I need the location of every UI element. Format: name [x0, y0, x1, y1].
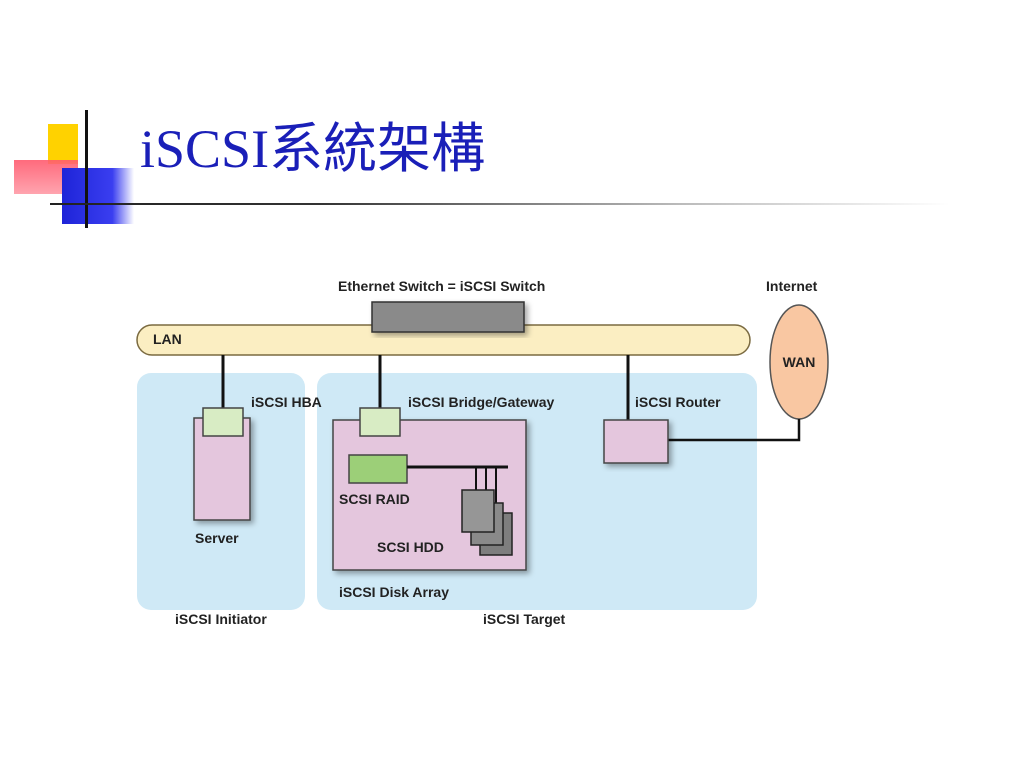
link-router-wan	[668, 419, 801, 442]
server-label: Server	[195, 530, 239, 546]
disk-array-label: iSCSI Disk Array	[339, 584, 449, 600]
bridge-label: iSCSI Bridge/Gateway	[408, 394, 554, 410]
slide-title: iSCSI系統架構	[140, 119, 486, 179]
title-underline	[50, 203, 950, 205]
raid-label: SCSI RAID	[339, 491, 410, 507]
scsi-raid-box	[348, 454, 408, 484]
switch-label: Ethernet Switch = iSCSI Switch	[338, 278, 545, 294]
hdd-1	[461, 489, 495, 533]
target-label: iSCSI Target	[483, 611, 566, 627]
hdd-label: SCSI HDD	[377, 539, 444, 555]
internet-label: Internet	[766, 278, 818, 294]
hba-card	[202, 407, 244, 437]
decor-vertical-line	[85, 110, 88, 228]
ethernet-switch	[371, 301, 525, 333]
lan-label: LAN	[153, 331, 182, 347]
router-label: iSCSI Router	[635, 394, 721, 410]
bridge-card	[359, 407, 401, 437]
hba-label: iSCSI HBA	[251, 394, 322, 410]
iscsi-router-box	[603, 419, 669, 464]
decor-yellow-square	[48, 124, 78, 164]
decor-blue-square	[62, 168, 134, 224]
initiator-label: iSCSI Initiator	[175, 611, 267, 627]
wan-label: WAN	[783, 354, 816, 370]
